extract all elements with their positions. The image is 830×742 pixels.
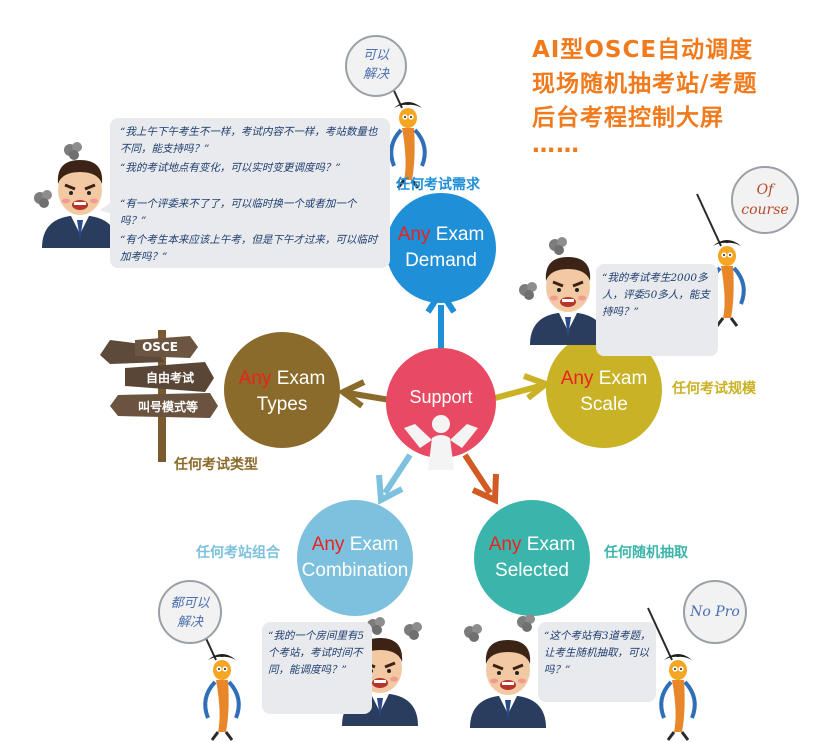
headline-line-1: AI型OSCE自动调度: [532, 37, 754, 63]
headline-line-2: 现场随机抽考站/考题: [532, 71, 758, 97]
sign-text-bottom-right: No Pro: [690, 604, 740, 620]
node-scale-word: Exam: [598, 368, 648, 389]
headline-line-4: ……: [532, 132, 580, 158]
node-combination-circle: [297, 500, 413, 616]
caption-types: 任何考试类型: [174, 457, 258, 473]
node-scale-sub: Scale: [580, 394, 628, 415]
node-support-label: Support: [409, 387, 473, 407]
sign-text-top: 可以 解决: [362, 48, 389, 82]
arrow-down-right: [462, 453, 499, 505]
quote-bottom-right: “这个考站有3道考题，让考生随机抽取，可以吗？”: [544, 630, 651, 676]
arrow-right: [494, 373, 553, 401]
node-demand-circle: [386, 193, 496, 303]
node-scale-any: Any: [560, 368, 594, 389]
steam-puff-icon: [464, 624, 482, 642]
sign-circle-top: [345, 35, 407, 97]
quote-top-left-2: “我的考试地点有变化，可以实时变更调度吗？”: [120, 162, 341, 174]
node-types-word: Exam: [276, 368, 326, 389]
steam-puff-icon: [519, 282, 537, 300]
steam-puff-icon: [549, 237, 567, 255]
node-demand-label: Any Exam Demand: [386, 222, 496, 274]
node-selected-word: Exam: [526, 534, 576, 555]
support-person-icon: [404, 415, 478, 470]
node-selected-label: Any Exam Selected: [474, 532, 590, 584]
arrow-left: [337, 379, 391, 409]
caption-scale: 任何考试规模: [672, 381, 756, 397]
node-types-any: Any: [238, 368, 272, 389]
sign-text-right: Of course: [741, 182, 789, 218]
node-selected-any: Any: [488, 534, 522, 555]
node-types-circle: [224, 332, 340, 448]
sign-text-bottom-left: 都可以 解决: [170, 596, 210, 630]
angry-man-avatar-bottom-right: [468, 638, 548, 730]
steam-puff-icon: [34, 190, 52, 208]
node-demand-any: Any: [397, 224, 431, 245]
sign-circle-right: [731, 166, 799, 234]
node-types-label: Any Exam Types: [224, 366, 340, 418]
node-scale-circle: [546, 332, 662, 448]
node-types-sub: Types: [256, 394, 308, 415]
headline-line-3: 后台考程控制大屏: [532, 105, 724, 131]
sign-circle-bottom-right: [683, 580, 747, 644]
signpost-illustration: [100, 330, 218, 462]
quote-top-left-4: “有个考生本来应该上午考，但是下午才过来，可以临时加考吗？”: [120, 234, 378, 263]
angry-man-avatar-top-left: [40, 158, 120, 250]
node-selected-circle: [474, 500, 590, 616]
caption-combination: 任何考站组合: [196, 545, 280, 561]
sign-circle-bottom-left: [158, 580, 222, 644]
node-scale-label: Any Exam Scale: [546, 366, 662, 418]
steam-puff-icon: [404, 622, 422, 640]
signpost-label-osce: OSCE: [142, 340, 178, 354]
quote-top-left-1: “我上午下午考生不一样，考试内容不一样，考站数量也不同，能支持吗？”: [120, 126, 378, 155]
node-combination-any: Any: [311, 534, 345, 555]
quote-top-left-3: “有一个评委来不了了，可以临时换一个或者加一个吗？”: [120, 198, 357, 227]
node-demand-word: Exam: [435, 224, 485, 245]
arrow-down-left: [376, 453, 413, 505]
signpost-label-call-mode: 叫号模式等: [137, 400, 198, 414]
quote-bottom-left: “我的一个房间里有5个考站，考试时间不同，能调度吗？”: [268, 630, 365, 676]
angry-man-avatar-right: [528, 255, 608, 347]
speech-bubble-bottom-left: [262, 622, 372, 714]
node-demand-sub: Demand: [405, 250, 477, 271]
caption-demand: 任何考试需求: [396, 177, 480, 193]
node-combination-label: Any Exam Combination: [297, 532, 413, 584]
speech-bubble-right: [596, 264, 718, 356]
caption-selected: 任何随机抽取: [604, 545, 688, 561]
signpost-label-free-exam: 自由考试: [145, 371, 194, 385]
speech-bubble-bottom-right: [538, 622, 656, 702]
steam-puff-icon: [517, 614, 535, 632]
node-combination-word: Exam: [349, 534, 399, 555]
speech-bubble-top-left: [110, 118, 390, 268]
quote-right: “我的考试考生2000多人，评委50多人，能支持吗？”: [602, 272, 710, 318]
node-combination-sub: Combination: [301, 560, 409, 581]
node-selected-sub: Selected: [495, 560, 569, 581]
steam-puff-icon: [64, 142, 82, 160]
